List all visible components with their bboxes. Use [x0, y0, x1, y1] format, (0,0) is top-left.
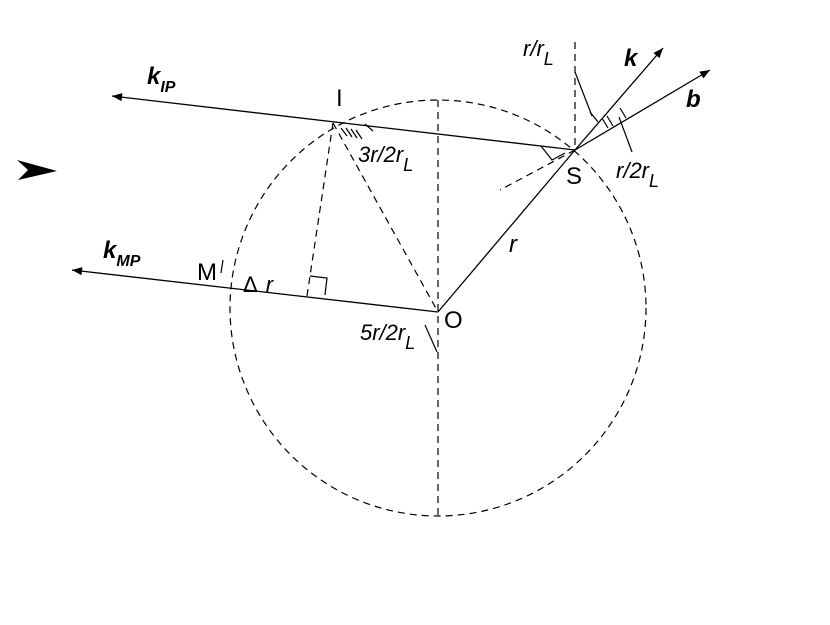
- angle-tick-o: [424, 324, 438, 353]
- label-k-ip: kIP: [147, 63, 176, 96]
- arrowhead-pointer-icon: [17, 160, 57, 180]
- right-angle-marker-s: [540, 145, 566, 161]
- label-b: b: [686, 86, 701, 113]
- arrow-k: [574, 47, 664, 151]
- label-k-mp: kMP: [103, 237, 141, 270]
- label-k: k: [624, 45, 639, 72]
- right-angle-marker-delta-r: [309, 275, 328, 296]
- tick-m: [220, 259, 224, 274]
- label-point-i: I: [336, 85, 343, 112]
- label-angle-r-rl: r/rL: [523, 36, 554, 69]
- arrow-k-ip: [111, 93, 576, 151]
- angle-ticks-i: [340, 123, 374, 140]
- angle-ticks-s: [574, 71, 633, 153]
- label-angle-3r-2rl: 3r/2rL: [358, 142, 413, 175]
- dashed-circle: [229, 99, 647, 517]
- line-o-s: [437, 149, 576, 313]
- dashed-line-from-s: [499, 149, 576, 191]
- label-angle-5r-2rl: 5r/2rL: [360, 320, 415, 353]
- label-radius: r: [509, 231, 518, 258]
- label-angle-r-2rl: r/2rL: [616, 158, 659, 191]
- label-point-m: M: [197, 259, 217, 286]
- label-point-s: S: [566, 163, 582, 190]
- dashed-line-i-o: [332, 122, 439, 313]
- arrow-b: [574, 69, 711, 151]
- dashed-perpendicular-delta-r: [306, 122, 334, 297]
- label-point-o: O: [444, 307, 463, 334]
- arrow-k-mp: [71, 267, 439, 313]
